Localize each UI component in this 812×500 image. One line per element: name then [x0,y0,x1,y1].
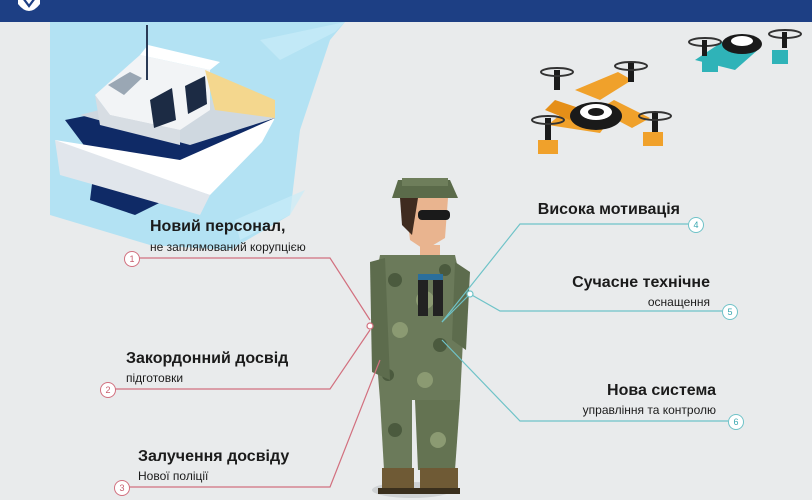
number-marker: 3 [114,480,130,496]
point-subtitle: не заплямований корупцією [150,240,306,254]
point-title: Нова система [607,382,716,399]
point-title: Сучасне технічне [572,274,710,291]
point-title: Закордонний досвід [126,350,289,367]
drone-icon [531,61,672,154]
shield-emblem-icon [18,0,40,11]
right-connector-lines [441,223,728,422]
point-title: Висока мотивація [537,201,680,218]
header-bar [0,0,812,22]
point-subtitle: підготовки [126,371,184,385]
point-title: Залучення досвіду [138,448,290,465]
number-marker: 4 [688,217,704,233]
point-subtitle: Нової поліції [138,469,209,483]
border-guard-icon [370,178,470,498]
point-subtitle: оснащення [647,295,710,309]
patrol-boat-icon [55,25,275,215]
number-marker: 2 [100,382,116,398]
point-subtitle: управління та контролю [582,403,716,417]
number-marker: 1 [124,251,140,267]
number-marker: 5 [722,304,738,320]
drone-icon [688,29,802,72]
number-marker: 6 [728,414,744,430]
point-title: Новий персонал, [150,218,286,235]
left-connector-lines [114,257,381,488]
